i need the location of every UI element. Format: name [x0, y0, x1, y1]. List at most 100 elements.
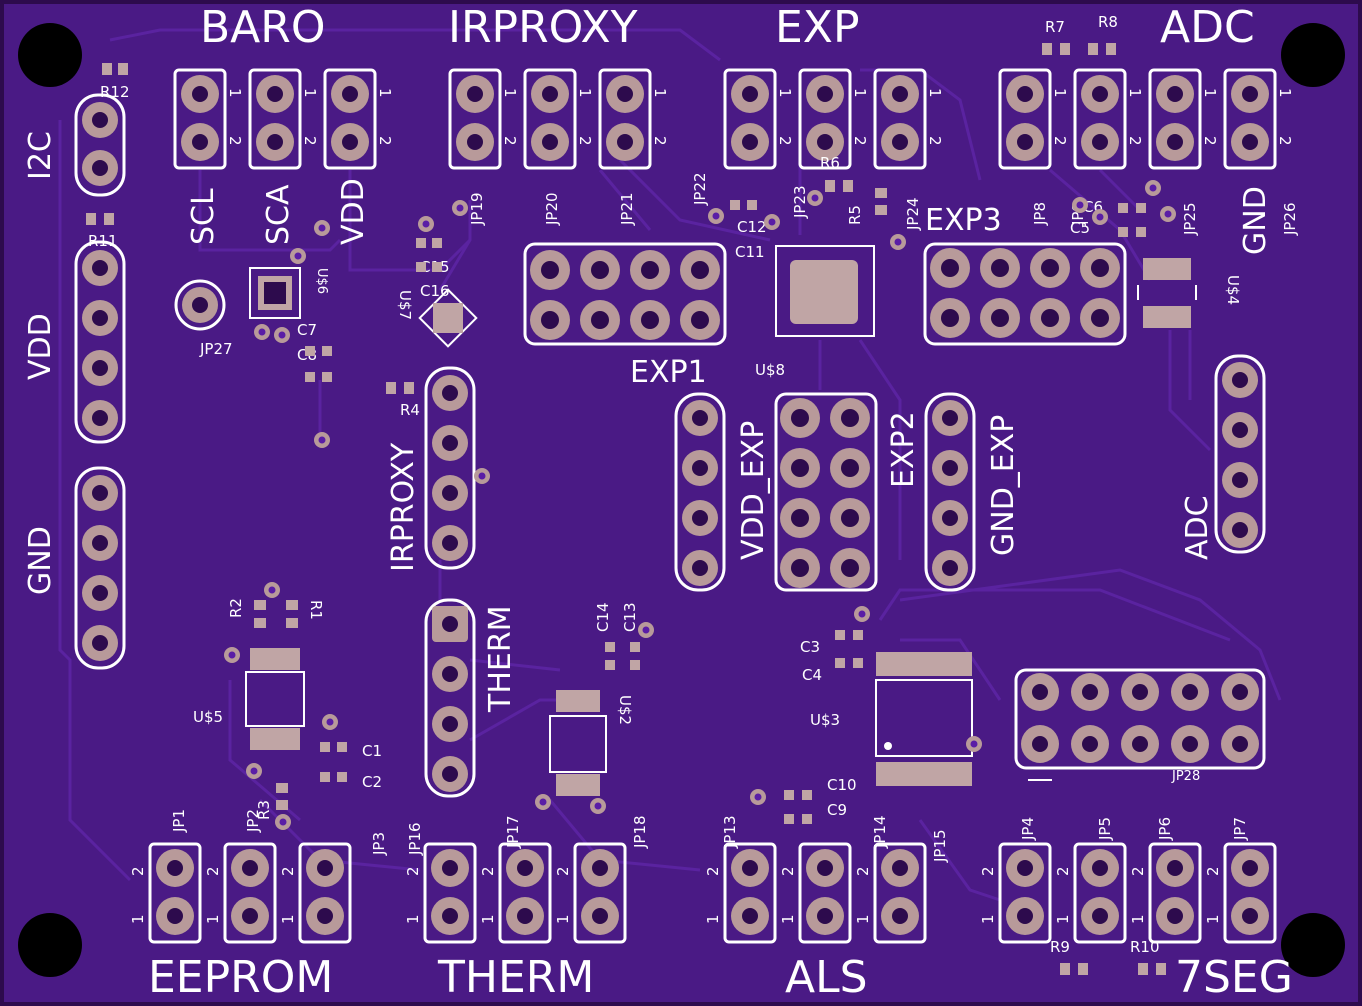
svg-text:2: 2	[204, 866, 222, 876]
via-11	[890, 234, 906, 250]
top-jumper-7: 12	[798, 68, 869, 170]
svg-text:U$4: U$4	[1224, 275, 1242, 305]
svg-text:1: 1	[129, 914, 147, 924]
svg-text:C9: C9	[827, 801, 847, 819]
svg-text:JP21: JP21	[618, 192, 636, 226]
label-als: ALS	[785, 952, 868, 1003]
via-22	[590, 798, 606, 814]
label-7seg: 7SEG	[1175, 952, 1293, 1003]
header-irproxy: IRPROXY R4	[386, 366, 476, 572]
via-23	[535, 794, 551, 810]
mount-hole-br	[1281, 913, 1345, 977]
label-irproxy: IRPROXY	[448, 2, 638, 53]
resistor-r12: R12	[100, 63, 130, 101]
svg-text:1: 1	[1126, 88, 1144, 98]
svg-text:1: 1	[404, 914, 422, 924]
mount-hole-tr	[1281, 23, 1345, 87]
bottom-jumper-1: 21	[204, 842, 277, 944]
svg-text:2: 2	[404, 866, 422, 876]
svg-text:JP1: JP1	[170, 809, 188, 833]
bottom-jumper-2: 21	[279, 842, 352, 944]
label-exp: EXP	[775, 2, 859, 53]
top-jumper-10: 12	[1073, 68, 1144, 170]
label-eeprom: EEPROM	[148, 952, 333, 1003]
svg-text:C2: C2	[362, 773, 382, 791]
header-gnd-exp: GND_EXP	[924, 392, 1021, 592]
label-gnd-top: GND	[1238, 186, 1273, 255]
top-jumper-11: 12	[1148, 68, 1219, 170]
header-exp3: EXP3	[923, 203, 1127, 346]
section-titles-left: I2C VDD GND	[23, 131, 58, 595]
svg-text:R7: R7	[1045, 18, 1065, 36]
svg-text:2: 2	[479, 866, 497, 876]
via-25	[966, 736, 982, 752]
header-therm: THERM	[424, 598, 518, 798]
bottom-jumper-12: 21	[1204, 842, 1277, 944]
header-adc: ADC	[1180, 354, 1266, 560]
top-jumper-5: 12	[598, 68, 669, 170]
svg-text:2: 2	[1201, 136, 1219, 146]
via-16	[224, 647, 240, 663]
label-i2c: I2C	[23, 131, 58, 180]
svg-text:JP2: JP2	[244, 809, 262, 833]
section-titles-top: BARO IRPROXY EXP ADC	[200, 2, 1255, 53]
svg-text:R5: R5	[846, 205, 864, 225]
via-3	[274, 327, 290, 343]
svg-text:C7: C7	[297, 321, 317, 339]
via-14	[1072, 197, 1088, 213]
svg-text:1: 1	[479, 914, 497, 924]
via-19	[275, 814, 291, 830]
via-4	[314, 432, 330, 448]
mount-hole-tl	[18, 23, 82, 87]
via-9	[764, 214, 780, 230]
svg-text:C10: C10	[827, 776, 857, 794]
via-0	[314, 220, 330, 236]
svg-text:1: 1	[1204, 914, 1222, 924]
via-24	[750, 789, 766, 805]
via-13	[1160, 206, 1176, 222]
label-irproxy-vertical: IRPROXY	[386, 442, 421, 572]
bottom-jumper-6: 21	[704, 842, 777, 944]
svg-text:1: 1	[854, 914, 872, 924]
top-jumper-1: 12	[248, 68, 319, 170]
via-1	[290, 248, 306, 264]
header-gnd	[74, 466, 126, 670]
svg-text:2: 2	[1051, 136, 1069, 146]
svg-text:R3: R3	[255, 800, 273, 820]
svg-text:JP15: JP15	[931, 829, 949, 863]
svg-text:1: 1	[776, 88, 794, 98]
svg-text:R4: R4	[400, 401, 420, 419]
top-jumper-12: 12	[1223, 68, 1294, 170]
svg-text:1: 1	[1276, 88, 1294, 98]
svg-text:U$8: U$8	[755, 361, 785, 379]
svg-text:JP18: JP18	[631, 815, 649, 849]
top-jumper-9: 12	[998, 68, 1069, 170]
label-vdd-exp: VDD_EXP	[736, 421, 771, 560]
svg-text:1: 1	[301, 88, 319, 98]
via-8	[708, 208, 724, 224]
bottom-jumper-3: 21	[404, 842, 477, 944]
svg-text:JP5: JP5	[1096, 817, 1114, 841]
label-exp3: EXP3	[925, 203, 1002, 238]
svg-text:R6: R6	[820, 154, 840, 172]
svg-text:JP25: JP25	[1181, 202, 1199, 236]
header-jp28: JP28	[1014, 668, 1266, 784]
svg-text:C11: C11	[735, 243, 765, 261]
ic-u2: U$2 C14 C13	[549, 602, 640, 796]
svg-text:C13: C13	[621, 602, 639, 632]
svg-text:1: 1	[1051, 88, 1069, 98]
svg-text:JP23: JP23	[791, 185, 809, 219]
resistor-r11: R11	[86, 213, 118, 250]
label-vdd-top: VDD	[336, 178, 371, 245]
bottom-jumper-11: 21	[1129, 842, 1202, 944]
svg-text:1: 1	[1129, 914, 1147, 924]
svg-text:C14: C14	[594, 602, 612, 632]
copper-traces	[58, 28, 1282, 902]
svg-text:2: 2	[926, 136, 944, 146]
via-18	[246, 763, 262, 779]
svg-text:JP6: JP6	[1156, 817, 1174, 841]
svg-text:R9: R9	[1050, 938, 1070, 956]
svg-text:1: 1	[1054, 914, 1072, 924]
svg-text:R10: R10	[1130, 938, 1160, 956]
